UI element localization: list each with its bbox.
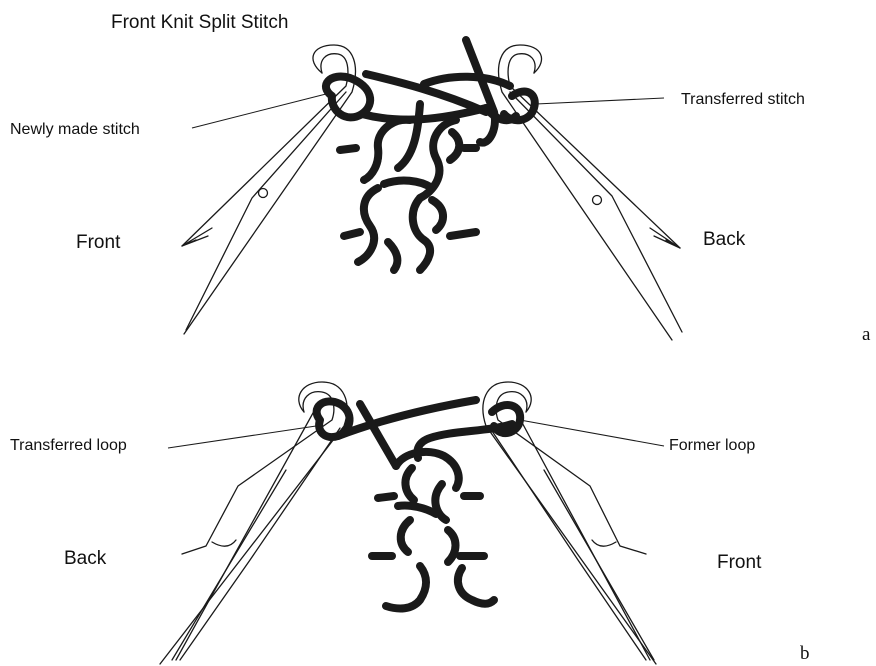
label-newly-made-stitch: Newly made stitch (10, 121, 140, 138)
panel-b: Transferred loop Former loop Back Front … (10, 382, 810, 664)
yarn-structure-b (317, 400, 521, 608)
diagram-title: Front Knit Split Stitch (111, 12, 288, 33)
leader-transferred-stitch (536, 98, 664, 104)
side-label-back-a: Back (703, 229, 746, 250)
label-former-loop: Former loop (669, 437, 755, 454)
leader-newly-made (192, 94, 326, 128)
yarn-structure-a (326, 40, 535, 270)
panel-letter-a: a (862, 324, 871, 345)
leader-transferred-loop (168, 426, 316, 448)
label-transferred-loop: Transferred loop (10, 437, 127, 454)
needle-latch-dot-left (259, 189, 268, 198)
panel-a: Newly made stitch Transferred stitch Fro… (10, 40, 871, 345)
leader-former-loop (520, 420, 664, 446)
needle-latch-dot-right (593, 196, 602, 205)
side-label-back-b: Back (64, 548, 107, 569)
label-transferred-stitch: Transferred stitch (681, 91, 805, 108)
side-label-front-a: Front (76, 232, 121, 253)
side-label-front-b: Front (717, 552, 762, 573)
panel-letter-b: b (800, 643, 810, 664)
